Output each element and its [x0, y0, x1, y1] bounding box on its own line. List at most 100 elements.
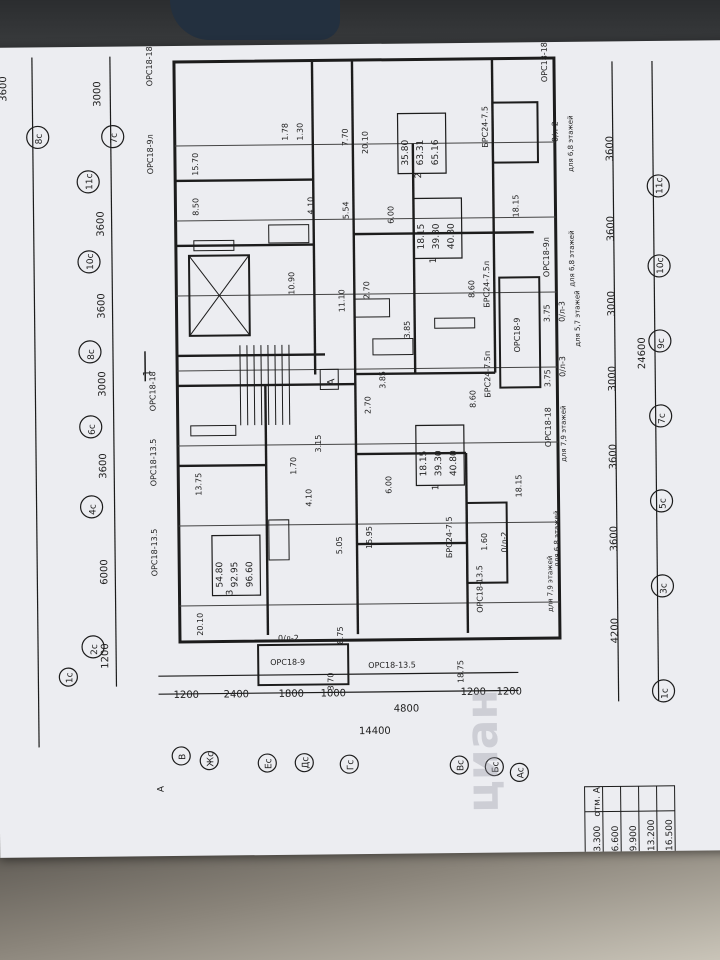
- bathtub-1: [268, 224, 310, 244]
- room-area: 3.75: [543, 369, 552, 387]
- kitchen-counter-1: [193, 239, 235, 252]
- wall-label: БРС24-7.5п: [483, 351, 492, 398]
- apartment-gross-area: 96.60: [245, 561, 255, 587]
- apartment-living-area: 18.15: [419, 451, 429, 477]
- wall-label: ОРС18-13.5: [475, 565, 484, 613]
- apartment-rooms: 1: [431, 484, 441, 490]
- watermark: циан: [456, 688, 509, 814]
- dimension-line-side: [158, 671, 519, 677]
- apartment-total-area: 63.31: [416, 140, 426, 166]
- axis-label-side: Вс: [456, 760, 466, 771]
- wall-label: ОРС18-13.5: [149, 439, 158, 487]
- room-area: 18.75: [456, 660, 465, 683]
- apartment-living-area: 54.80: [215, 561, 225, 587]
- axis-label-bottom: 11c: [655, 177, 665, 194]
- balcony-4: [465, 501, 509, 584]
- floor-note: для 6,8 этажей: [567, 115, 576, 172]
- level-table-row: 6.600: [611, 825, 621, 851]
- span-top: 3000: [92, 81, 103, 107]
- apartment-rooms: 3: [225, 590, 235, 596]
- room-area: 11.10: [337, 289, 346, 312]
- room-area: 20.10: [196, 613, 205, 636]
- room-area: 2.70: [362, 281, 371, 299]
- apartment-gross-area: 65.16: [431, 139, 441, 165]
- room-area: 3.85: [403, 321, 412, 339]
- room-area: 5.05: [335, 536, 344, 554]
- apartment-gross-area: 40.80: [449, 450, 459, 476]
- room-area: 4.10: [304, 489, 313, 507]
- section-mark: 1: [142, 370, 153, 376]
- sheet-label: 3600: [0, 76, 9, 102]
- balcony-1: [257, 643, 350, 687]
- room-area: 18.15: [514, 474, 523, 497]
- span-top: 1200: [100, 643, 111, 669]
- room-area: 15.70: [191, 153, 200, 176]
- span-bottom: 3600: [608, 444, 619, 470]
- axis-label-top: 8c: [35, 134, 45, 145]
- wall-label: 0/л-3: [557, 301, 566, 322]
- wall-label: БРС24-7.5: [445, 516, 454, 558]
- axis-bubbles-bottom: [646, 174, 676, 703]
- axis-label-bottom: 5c: [659, 498, 669, 509]
- span-side: 2400: [224, 689, 250, 700]
- stair-flight: [239, 344, 296, 426]
- floor-note: для 7,9 этажей: [560, 405, 569, 462]
- axis-label-bottom: 10c: [656, 257, 666, 274]
- span-bottom: 3000: [606, 291, 617, 317]
- room-area: 3.85: [378, 371, 387, 389]
- wall-label: ОРС18-18: [544, 407, 553, 447]
- room-area: 1.70: [289, 457, 298, 475]
- span-top: 3600: [96, 293, 107, 319]
- axis-label-top: 4c: [89, 504, 99, 515]
- axis-label-side: Гс: [346, 760, 356, 771]
- room-area: 18.15: [511, 194, 520, 217]
- floor-note: для 6,8 этажей: [568, 230, 577, 287]
- level-table-row: 13.200: [647, 819, 657, 851]
- wall-label: БРС24-7.5: [480, 106, 489, 148]
- wall-label: ОРС18-9л: [542, 237, 551, 277]
- span-top: 3600: [98, 453, 109, 479]
- span-side: 1800: [279, 689, 305, 700]
- span-bottom: 3600: [605, 136, 616, 162]
- axis-label-side: Жс: [206, 752, 216, 767]
- apartment-living-area: 18.15: [417, 224, 427, 250]
- apartment-total-area: 92.95: [230, 562, 240, 588]
- room-area: 20.10: [361, 131, 370, 154]
- room-area: 13.75: [194, 473, 203, 496]
- span-top: 3000: [97, 371, 108, 397]
- room-area: 8.60: [468, 390, 477, 408]
- axis-label-top: 7c: [110, 133, 120, 144]
- apartment-total-area: 39.30: [432, 223, 442, 249]
- wall-label: ОРС18-9: [513, 317, 522, 352]
- span-bottom: 3600: [609, 526, 620, 552]
- wall-label: ОРС18-13.5: [368, 660, 416, 669]
- paper-sheet: 8c 7c 11c 10c 8c 6c 4c 2c 1c 11c 10c 9c …: [0, 40, 720, 858]
- wall-label: 0/л-3: [558, 356, 567, 377]
- span-bottom: 4200: [610, 618, 621, 644]
- apartment-box: [415, 424, 465, 487]
- axis-bubbles-side: [171, 746, 529, 783]
- apartment-rooms: 1: [429, 257, 439, 263]
- apartment-box: [412, 197, 463, 260]
- dimension-line-top-inner: [109, 56, 118, 687]
- axis-bubbles-top: [26, 125, 125, 687]
- span-bottom: 3600: [606, 216, 617, 242]
- span-side: 4800: [394, 703, 420, 714]
- person-legs: [170, 0, 340, 40]
- wall-label: 0/л-2: [500, 532, 509, 553]
- floor-note: для 5,7 этажей: [573, 290, 582, 347]
- room-area: 8.50: [191, 198, 200, 216]
- bathtub-3: [268, 519, 290, 561]
- axis-label-side: Ас: [516, 767, 526, 778]
- apartment-gross-area: 40.80: [447, 223, 457, 249]
- wall-label: ОРС18-13.5: [150, 529, 159, 577]
- apartment-living-area: 35.80: [401, 139, 411, 165]
- span-side: 1200: [460, 687, 486, 698]
- wall-label: 0/л-2: [551, 121, 560, 142]
- level-table-row: 16.500: [665, 819, 675, 851]
- bathtub-2: [353, 298, 391, 318]
- room-area: 1.78: [281, 123, 290, 141]
- room-area: 4.10: [306, 197, 315, 215]
- apartment-total-area: 39.30: [434, 450, 444, 476]
- dimension-line-side-inner: [158, 689, 519, 695]
